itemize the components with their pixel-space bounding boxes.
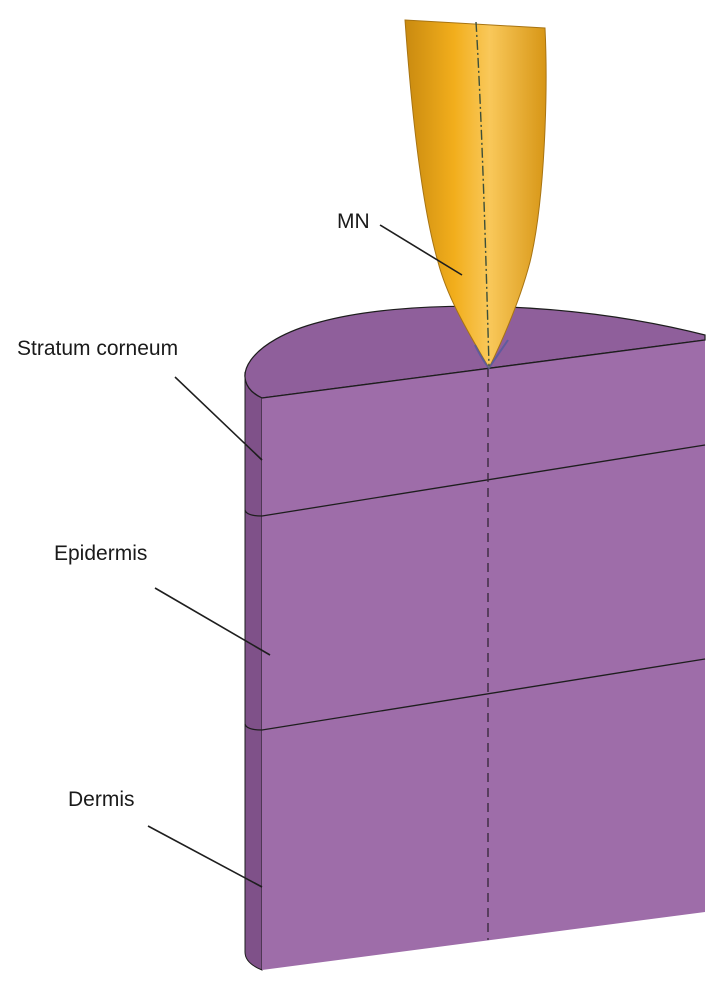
label-epidermis: Epidermis: [54, 542, 271, 656]
label-mn: MN: [337, 210, 463, 276]
microneedle: [404, 19, 547, 370]
label-dermis: Dermis: [68, 788, 263, 888]
leader-line-dermis: [147, 825, 263, 888]
label-dermis-text: Dermis: [68, 788, 135, 811]
needle-tip-shadow: [474, 339, 509, 370]
label-mn-text: MN: [337, 210, 370, 233]
leader-line-mn: [379, 224, 463, 276]
dermis-top-boundary: [244, 658, 706, 731]
leader-line-stratum-corneum: [174, 376, 263, 461]
tissue-side-face: [244, 371, 263, 971]
tissue-front-face: [262, 340, 705, 970]
skin-tissue-block: [244, 305, 706, 971]
label-stratum-corneum: Stratum corneum: [17, 337, 263, 461]
leader-line-epidermis: [154, 587, 271, 656]
tissue-top-face: [244, 305, 706, 399]
needle-centerline: [475, 21, 490, 367]
stratum-corneum-boundary: [261, 339, 706, 399]
label-stratum-corneum-text: Stratum corneum: [17, 337, 178, 360]
label-epidermis-text: Epidermis: [54, 542, 147, 565]
epidermis-top-boundary: [244, 444, 706, 517]
